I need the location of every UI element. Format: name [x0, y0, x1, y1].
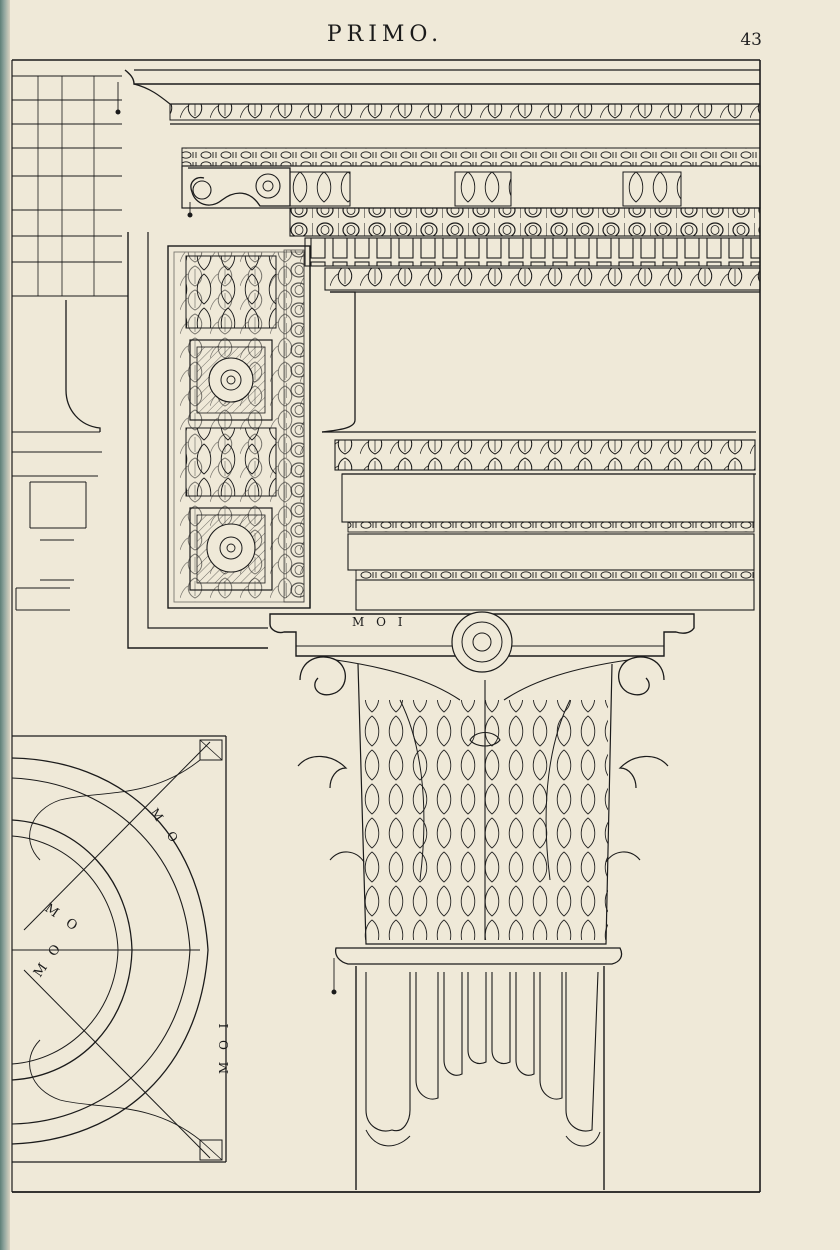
plan-label-d: M O: [148, 806, 185, 850]
fluted-shaft: [355, 966, 605, 1190]
soffit-panel: [127, 232, 311, 649]
corinthian-capital: [269, 611, 695, 965]
entablature: [124, 69, 761, 611]
capital-dimension-marks: [115, 82, 337, 995]
plan-label-c: M O I: [217, 1020, 231, 1075]
capital-plan: [11, 735, 227, 1163]
profile-measure-column: [12, 75, 128, 611]
plan-label-b: M O: [31, 939, 66, 980]
plan-label-a: M O: [42, 901, 83, 936]
page-number: 43: [740, 30, 762, 50]
capital-module-label: M O I: [352, 615, 407, 629]
binding-edge: [0, 0, 10, 1250]
running-title: PRIMO.: [326, 22, 444, 47]
